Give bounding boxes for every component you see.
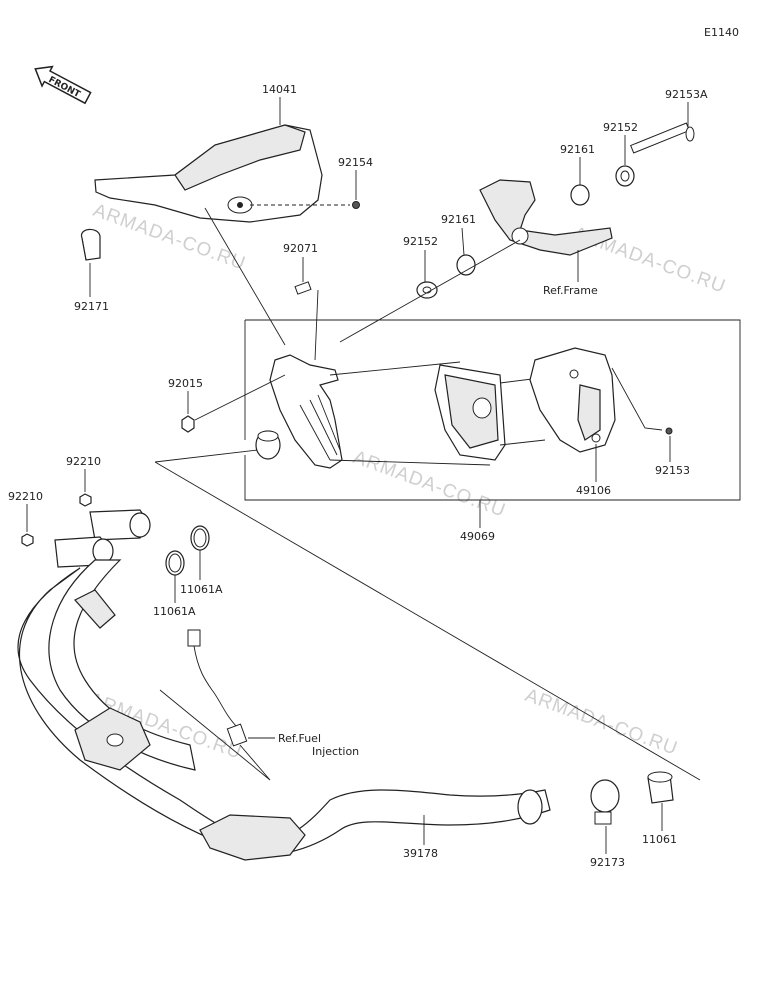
screw-92153 (665, 427, 673, 435)
part-label-92173: 92173 (590, 856, 625, 869)
collar-92161-mid (456, 254, 476, 276)
nut-92210-b (21, 533, 34, 547)
washer-92152-top (615, 165, 635, 187)
frame-bracket (479, 179, 613, 256)
spring-pin-92071 (294, 281, 312, 295)
ref-fuel-injection-label: Injection (312, 745, 359, 758)
part-label-92210-b: 92210 (8, 490, 43, 503)
nut-92154 (352, 201, 360, 209)
front-arrow-icon: FRONT (34, 65, 92, 105)
exhaust-flanges (54, 509, 151, 568)
part-label-92152-top: 92152 (603, 121, 638, 134)
gasket-11061 (647, 771, 674, 804)
ref-frame-label: Ref.Frame (543, 284, 598, 297)
clamp-92171 (80, 228, 101, 261)
washer-92152-mid (416, 281, 438, 299)
part-label-39178: 39178 (403, 847, 438, 860)
part-label-92161-mid: 92161 (441, 213, 476, 226)
part-label-11061: 11061 (642, 833, 677, 846)
diagram-code: E1140 (704, 26, 739, 39)
part-label-92152-mid: 92152 (403, 235, 438, 248)
part-label-92210-a: 92210 (66, 455, 101, 468)
part-label-92153A: 92153A (665, 88, 708, 101)
nut-92210-a (79, 493, 92, 507)
part-label-92015: 92015 (168, 377, 203, 390)
part-label-14041: 14041 (262, 83, 297, 96)
part-label-11061A-a: 11061A (180, 583, 223, 596)
muffler-cover-49106 (529, 347, 616, 453)
bolt-92153A (630, 122, 695, 154)
nut-92015 (181, 415, 195, 433)
hand-guard-part (94, 124, 350, 223)
muffler-end-cap (434, 364, 506, 461)
part-label-92071: 92071 (283, 242, 318, 255)
part-label-11061A-b: 11061A (153, 605, 196, 618)
part-label-92161-top: 92161 (560, 143, 595, 156)
oxygen-sensor (187, 629, 248, 747)
part-label-49069: 49069 (460, 530, 495, 543)
exhaust-pipe-39178 (17, 559, 551, 861)
heat-shield-bracket (255, 354, 343, 469)
watermarks: ARMADA-CO.RU ARMADA-CO.RU ARMADA-CO.RU A… (86, 200, 728, 764)
part-label-92153: 92153 (655, 464, 690, 477)
part-label-92171: 92171 (74, 300, 109, 313)
clamp-92173 (590, 779, 620, 825)
ref-fuel-label: Ref.Fuel (278, 732, 321, 745)
part-label-92154: 92154 (338, 156, 373, 169)
part-label-49106: 49106 (576, 484, 611, 497)
collar-92161-top (570, 184, 590, 206)
muffler-assembly-box (154, 319, 741, 781)
